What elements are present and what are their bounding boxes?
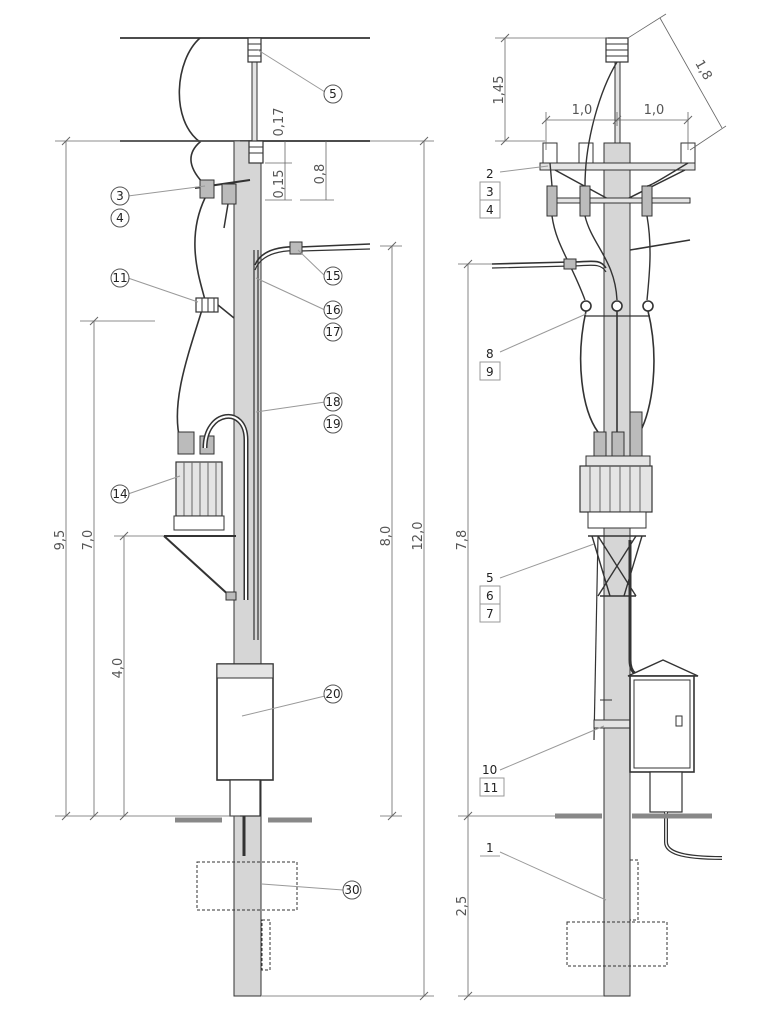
right-leaders — [499, 165, 607, 901]
svg-text:10: 10 — [482, 763, 497, 777]
callout-20: 20 — [323, 684, 343, 704]
svg-text:9: 9 — [486, 365, 494, 379]
dim-2-5: 2,5 — [455, 896, 470, 917]
label-2: 2 — [480, 167, 500, 183]
meter-box-left — [216, 663, 274, 781]
dim-0-17: 0,17 — [272, 108, 287, 137]
left-view: 9,5 7,0 4,0 8,0 12,0 0,17 0,15 0,8 5 3 4… — [53, 37, 434, 1001]
dim-7-0: 7,0 — [81, 530, 96, 551]
dim-1-0-right: 1,0 — [644, 103, 665, 118]
left-dimension-ticks — [61, 136, 429, 1001]
svg-text:11: 11 — [483, 781, 498, 795]
svg-text:7: 7 — [486, 607, 494, 621]
ring-eyes — [580, 300, 654, 312]
top-insulator — [247, 37, 262, 63]
top-insulator-right — [605, 37, 629, 63]
drop-wire — [176, 197, 206, 441]
svg-text:19: 19 — [325, 417, 340, 431]
right-view: 1,45 1,0 1,0 1,8 7,8 2,5 2 3 4 8 9 5 6 7… — [455, 13, 727, 1001]
pole-right — [603, 142, 631, 997]
svg-text:3: 3 — [486, 185, 494, 199]
right-dimension-ticks — [463, 33, 693, 1001]
svg-text:30: 30 — [344, 883, 359, 897]
transformer-bracket — [163, 535, 237, 601]
label-7: 7 — [479, 603, 501, 623]
label-11: 11 — [479, 777, 505, 797]
dim-0-15: 0,15 — [272, 170, 287, 199]
callout-30: 30 — [342, 880, 362, 900]
foundation-block-left — [196, 861, 298, 911]
label-9: 9 — [479, 361, 501, 381]
svg-text:8: 8 — [486, 347, 494, 361]
svg-text:20: 20 — [325, 687, 340, 701]
dim-4-0: 4,0 — [111, 658, 126, 679]
svg-text:6: 6 — [486, 589, 494, 603]
svg-text:14: 14 — [112, 487, 127, 501]
label-8: 8 — [480, 347, 500, 363]
dim-7-8: 7,8 — [455, 530, 470, 551]
left-leaders — [127, 49, 344, 891]
transformer-right — [579, 411, 653, 529]
callout-5: 5 — [323, 84, 343, 104]
svg-text:5: 5 — [329, 87, 337, 101]
transformer-left — [173, 431, 225, 531]
svg-text:4: 4 — [116, 211, 124, 225]
pole-top-insulator — [248, 140, 264, 164]
callout-15: 15 — [323, 266, 343, 286]
callout-18: 18 — [323, 392, 343, 412]
left-dimension-lines — [55, 140, 434, 997]
surge-arrester — [195, 297, 235, 319]
label-6: 6 — [479, 585, 501, 605]
fuse-cutout — [194, 179, 251, 229]
foundation-block-right — [566, 921, 668, 967]
dim-1-45: 1,45 — [492, 76, 507, 105]
callout-16: 16 — [323, 300, 343, 320]
dim-9-5: 9,5 — [53, 530, 68, 551]
svg-text:1: 1 — [486, 841, 494, 855]
callout-4: 4 — [110, 208, 130, 228]
dim-8-0: 8,0 — [379, 526, 394, 547]
label-5: 5 — [480, 571, 500, 587]
callout-14: 14 — [110, 484, 130, 504]
label-4: 4 — [479, 199, 501, 219]
meter-box-right — [627, 659, 723, 860]
label-1: 1 — [480, 841, 500, 857]
callout-17: 17 — [323, 322, 343, 342]
label-10: 10 — [480, 763, 504, 779]
svg-text:3: 3 — [116, 189, 124, 203]
dim-1-0-left: 1,0 — [572, 103, 593, 118]
right-dimension-lines — [458, 13, 727, 997]
svg-text:2: 2 — [486, 167, 494, 181]
svg-text:18: 18 — [325, 395, 340, 409]
callout-11: 11 — [110, 268, 130, 288]
svg-text:5: 5 — [486, 571, 494, 585]
svg-text:11: 11 — [112, 271, 127, 285]
svg-text:17: 17 — [325, 325, 340, 339]
callout-3: 3 — [110, 186, 130, 206]
svg-text:16: 16 — [325, 303, 340, 317]
callout-19: 19 — [323, 414, 343, 434]
crossarm — [539, 162, 696, 171]
svg-text:15: 15 — [325, 269, 340, 283]
dim-0-8: 0,8 — [313, 164, 328, 185]
label-3: 3 — [479, 181, 501, 201]
crossarm-insulators — [542, 142, 696, 164]
svg-text:4: 4 — [486, 203, 494, 217]
dim-12-0: 12,0 — [411, 522, 426, 551]
jumper-wire-upper — [178, 37, 206, 186]
